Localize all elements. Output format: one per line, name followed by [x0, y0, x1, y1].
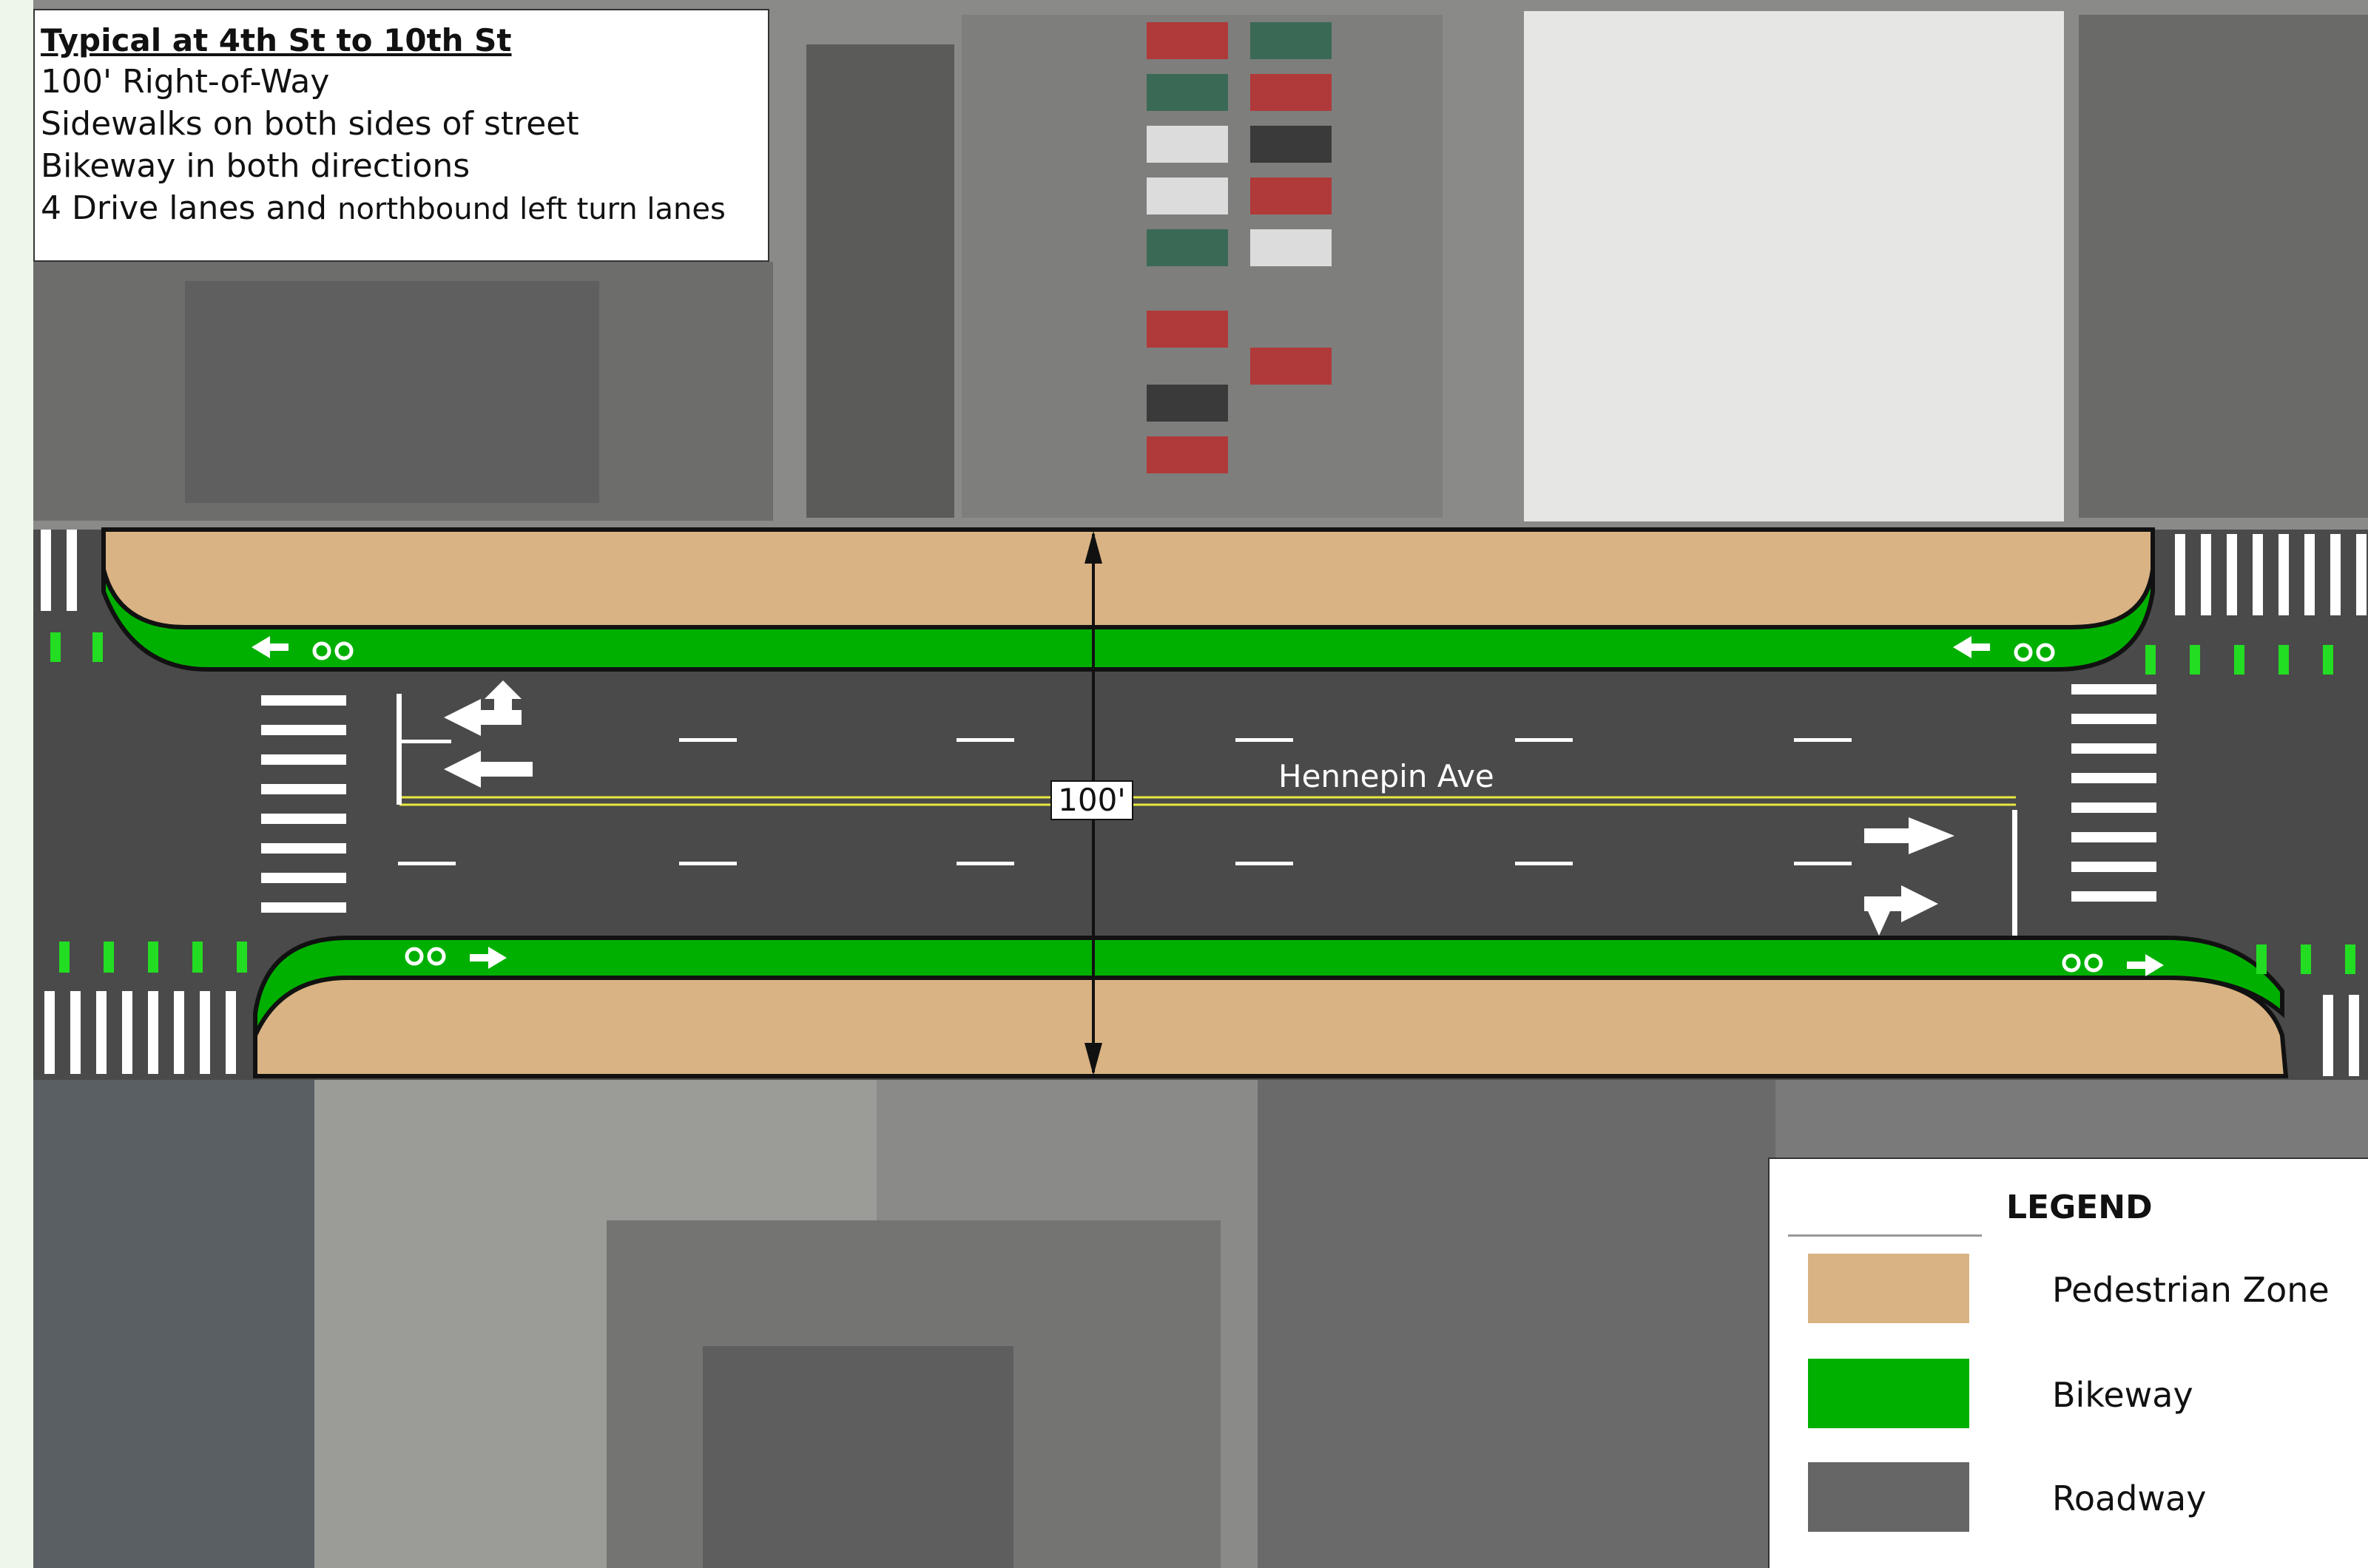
street-name-label: Hennepin Ave: [1278, 758, 1494, 794]
arrow-east-right-through: [1864, 885, 1938, 936]
left-margin: [0, 0, 33, 1568]
dimension-arrow-bottom: [1085, 1043, 1102, 1075]
crosswalk-southwest: [44, 991, 236, 1074]
info-line-lanes-small: northbound left turn lanes: [337, 192, 726, 226]
legend-rule: [1788, 1234, 1982, 1237]
legend-label-bikeway: Bikeway: [2052, 1375, 2193, 1415]
lane-dashes-north: [679, 738, 1852, 742]
lane-dashes-south: [398, 862, 1852, 865]
info-line-bikeway: Bikeway in both directions: [41, 147, 470, 185]
info-line-lanes-main: 4 Drive lanes and: [41, 189, 338, 227]
legend-title: LEGEND: [2006, 1189, 2153, 1226]
bike-arrow-north-west: [252, 636, 1990, 658]
arrow-west-left-through: [444, 680, 522, 736]
pedestrian-zone-south: [253, 976, 2289, 1078]
info-box: Typical at 4th St to 10th St 100' Right-…: [33, 9, 769, 262]
bike-arrow-south-east: [470, 947, 2164, 976]
pedestrian-zone-north: [101, 527, 2155, 629]
legend-item-bikeway: Bikeway: [1808, 1359, 2341, 1429]
bike-symbol-north: [312, 641, 2055, 662]
dimension-label: 100': [1050, 780, 1133, 820]
legend-label-roadway: Roadway: [2052, 1479, 2207, 1518]
crosswalk-northeast: [2175, 534, 2367, 615]
building-bottom-center-roof: [703, 1346, 1013, 1568]
building-top-white: [1524, 11, 2064, 521]
arrow-west-through: [444, 751, 533, 788]
info-line-row: 100' Right-of-Way: [41, 63, 330, 101]
crosswalk-northwest: [41, 530, 77, 611]
stop-bar-east: [2012, 810, 2017, 936]
building-top-left-roof: [185, 281, 599, 503]
legend-swatch-pedestrian-zone: [1808, 1254, 1969, 1323]
crosswalk-east: [2071, 684, 2156, 902]
legend: LEGEND Pedestrian Zone Bikeway Roadway: [1768, 1158, 2368, 1568]
building-bottom-right: [1258, 1080, 1775, 1568]
legend-item-pedestrian-zone: Pedestrian Zone: [1808, 1254, 2341, 1324]
building-top-center-dark: [806, 44, 954, 518]
building-top-right: [2079, 15, 2368, 518]
bikeway-north: [101, 569, 2155, 672]
building-bottom-left: [33, 1080, 314, 1568]
building-bottom-far-right: [1775, 1080, 2368, 1161]
bike-crossing-marks: [50, 632, 2355, 974]
legend-swatch-bikeway: [1808, 1359, 1969, 1428]
legend-swatch-roadway: [1808, 1462, 1969, 1532]
arrow-east-through: [1864, 817, 1954, 854]
dimension-arrow-top: [1085, 531, 1102, 564]
bike-symbol-south: [405, 947, 2103, 973]
center-line: [399, 796, 2016, 806]
stop-bar-west-tick: [399, 740, 451, 743]
legend-label-pedestrian-zone: Pedestrian Zone: [2052, 1270, 2330, 1310]
crosswalk-southeast: [2323, 995, 2359, 1076]
info-title: Typical at 4th St to 10th St: [41, 22, 512, 58]
stop-bar-west: [397, 694, 402, 805]
info-line-sidewalks: Sidewalks on both sides of street: [41, 105, 579, 143]
info-line-lanes: 4 Drive lanes and northbound left turn l…: [41, 187, 768, 231]
crosswalk-west: [261, 695, 346, 913]
parked-cars-top: [1147, 22, 1332, 473]
legend-item-roadway: Roadway: [1808, 1462, 2341, 1532]
